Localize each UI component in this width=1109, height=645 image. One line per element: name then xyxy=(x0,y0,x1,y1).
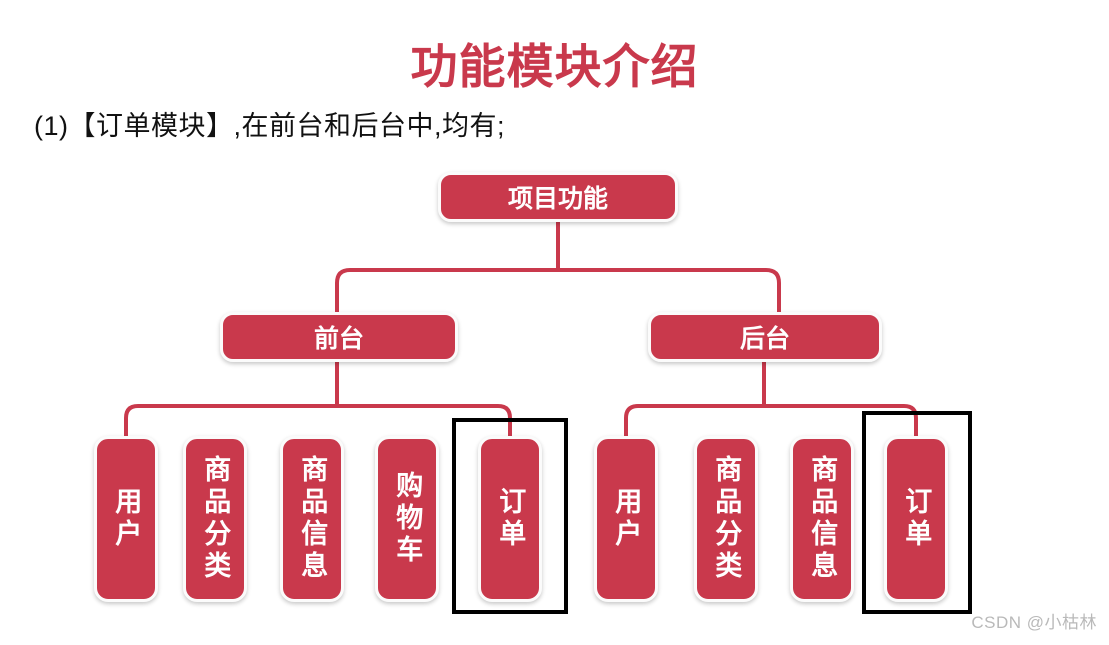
node-label: 后台 xyxy=(739,325,790,353)
node-backend[interactable]: 后台 xyxy=(648,312,882,362)
node-frontend-product-category[interactable]: 商品分类 xyxy=(183,436,247,602)
slide-subtitle: (1)【订单模块】,在前台和后台中,均有; xyxy=(34,111,506,141)
highlight-box-frontend-order xyxy=(452,418,568,614)
node-label: 商品信息 xyxy=(297,455,328,583)
node-backend-product-info[interactable]: 商品信息 xyxy=(790,436,854,602)
node-frontend-user[interactable]: 用户 xyxy=(94,436,158,602)
node-backend-order[interactable]: 订单 xyxy=(884,436,948,602)
node-label: 项目功能 xyxy=(507,185,608,213)
node-label: 订单 xyxy=(495,487,526,551)
node-label: 用户 xyxy=(611,487,642,551)
node-label: 购物车 xyxy=(392,471,423,567)
node-frontend[interactable]: 前台 xyxy=(220,312,458,362)
node-frontend-order[interactable]: 订单 xyxy=(478,436,542,602)
node-backend-product-category[interactable]: 商品分类 xyxy=(694,436,758,602)
node-label: 商品分类 xyxy=(711,455,742,583)
node-label: 用户 xyxy=(111,487,142,551)
node-project-function[interactable]: 项目功能 xyxy=(438,172,678,222)
node-backend-user[interactable]: 用户 xyxy=(594,436,658,602)
node-label: 前台 xyxy=(313,325,364,353)
csdn-watermark: CSDN @小枯林 xyxy=(971,613,1097,632)
node-label: 商品信息 xyxy=(807,455,838,583)
node-frontend-product-info[interactable]: 商品信息 xyxy=(280,436,344,602)
page-title: 功能模块介绍 xyxy=(410,40,699,93)
highlight-box-backend-order xyxy=(862,411,972,614)
node-label: 商品分类 xyxy=(200,455,231,583)
node-frontend-shopping-cart[interactable]: 购物车 xyxy=(375,436,439,602)
node-label: 订单 xyxy=(901,487,932,551)
